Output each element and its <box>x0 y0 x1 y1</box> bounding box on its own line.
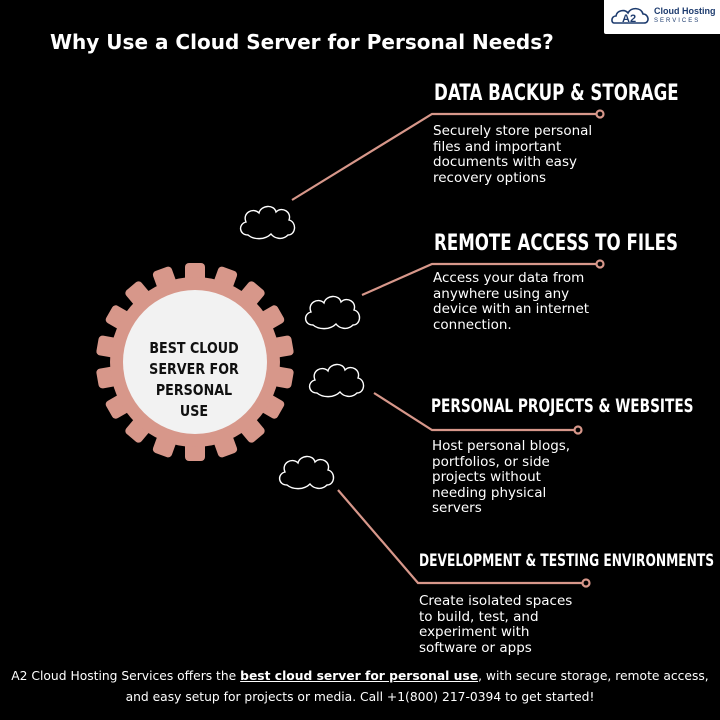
benefit-desc-remote-access: Access your data from anywhere using any… <box>433 270 590 333</box>
connector-1 <box>291 112 597 201</box>
benefit-desc-personal-projects: Host personal blogs, portfolios, or side… <box>432 438 571 516</box>
benefit-title-data-backup: DATA BACKUP & STORAGE <box>434 80 679 106</box>
footer-line-1: A2 Cloud Hosting Services offers the bes… <box>0 666 720 687</box>
brand-logo[interactable]: A2 Cloud Hosting SERVICES <box>604 0 720 34</box>
cloud-outline-icon <box>304 295 361 330</box>
logo-line2: SERVICES <box>654 18 701 24</box>
cloud-outline-icon <box>308 363 365 398</box>
benefit-title-remote-access: REMOTE ACCESS TO FILES <box>434 230 679 256</box>
connector-node-1 <box>595 109 605 119</box>
connector-3 <box>373 392 574 432</box>
page-title: Why Use a Cloud Server for Personal Need… <box>50 30 554 54</box>
cloud-outline-icon <box>278 455 335 490</box>
benefit-desc-data-backup: Securely store personal files and import… <box>433 123 593 186</box>
connector-node-4 <box>581 578 591 588</box>
benefit-title-dev-testing: DEVELOPMENT & TESTING ENVIRONMENTS <box>419 551 715 571</box>
gear-icon <box>96 263 294 461</box>
footer-line-2: and easy setup for projects or media. Ca… <box>125 690 595 704</box>
connector-4 <box>337 489 582 585</box>
logo-line1: Cloud Hosting <box>654 6 716 16</box>
footer-post: , with secure storage, remote access, <box>478 669 709 683</box>
benefit-title-personal-projects: PERSONAL PROJECTS & WEBSITES <box>431 395 694 417</box>
hub-label: BEST CLOUD SERVER FOR PERSONAL USE <box>149 339 239 420</box>
footer-link[interactable]: best cloud server for personal use <box>240 669 479 683</box>
connector-node-3 <box>573 425 583 435</box>
cloud-outline-icon <box>239 205 296 240</box>
connector-node-2 <box>595 259 605 269</box>
logo-mark-text: A2 <box>622 13 636 25</box>
connector-2 <box>361 262 597 297</box>
footer-pre: A2 Cloud Hosting Services offers the <box>11 669 241 683</box>
a2-logo-icon: A2 <box>611 7 649 25</box>
footer-text: A2 Cloud Hosting Services offers the bes… <box>0 666 720 708</box>
benefit-desc-dev-testing: Create isolated spaces to build, test, a… <box>419 593 573 656</box>
